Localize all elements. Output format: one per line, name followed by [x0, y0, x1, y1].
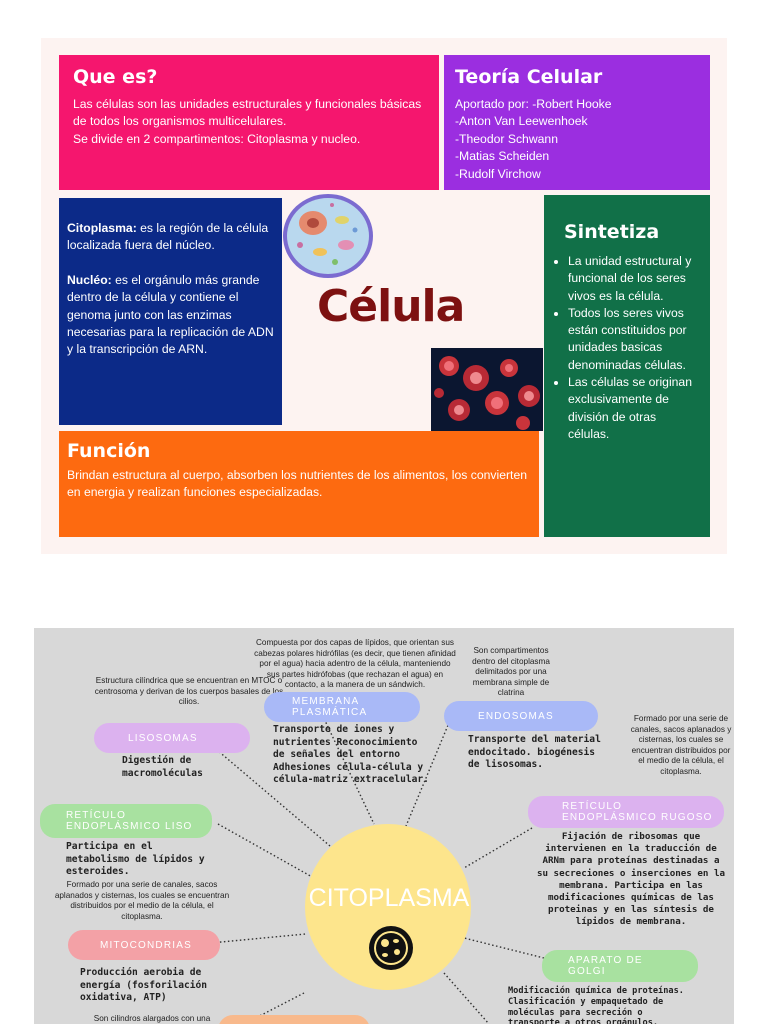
funcion-card: Función Brindan estructura al cuerpo, ab…	[59, 431, 539, 537]
que-es-title: Que es?	[73, 66, 158, 88]
list-item: Todos los seres vivos están constituidos…	[568, 305, 698, 374]
node-membrana-plasmatica: MEMBRANA PLASMÁTICA	[264, 692, 420, 722]
citoplasma-def: es la región de la célula localizada fue…	[67, 221, 269, 253]
membrana-desc: Transporte de iones y nutrientes Reconoc…	[273, 724, 429, 786]
sintetiza-list: La unidad estructural y funcional de los…	[554, 253, 698, 443]
sintetiza-card: Sintetiza La unidad estructural y funcio…	[544, 195, 710, 537]
cell-icon	[369, 926, 413, 970]
node-lisosomas: LISOSOMAS	[94, 723, 250, 753]
funcion-body: Brindan estructura al cuerpo, absorben l…	[67, 468, 527, 500]
reticulo-liso-note: Formado por una serie de canales, sacos …	[54, 880, 230, 921]
main-title: Célula	[317, 281, 465, 332]
sintetiza-title: Sintetiza	[564, 221, 660, 243]
citoplasma-term: Citoplasma:	[67, 221, 137, 235]
teoria-celular-title: Teoría Celular	[455, 66, 603, 88]
node-partial-bottom	[218, 1015, 370, 1024]
que-es-body: Las células son las unidades estructural…	[73, 97, 422, 146]
teoria-celular-body: Aportado por: -Robert Hooke -Anton Van L…	[455, 97, 612, 181]
membrana-note: Compuesta por dos capas de lípidos, que …	[254, 638, 456, 690]
cell-infographic: Que es? Las células son las unidades est…	[41, 38, 727, 554]
que-es-card: Que es? Las células son las unidades est…	[59, 55, 439, 190]
funcion-title: Función	[67, 440, 151, 462]
microscope-cells-icon	[431, 348, 543, 431]
citoplasma-nucleo-card: Citoplasma: es la región de la célula lo…	[59, 198, 282, 425]
list-item: Las células se originan exclusivamente d…	[568, 374, 698, 443]
node-aparato-golgi: APARATO DE GOLGI	[542, 950, 698, 982]
reticulo-rugoso-note: Formado por una serie de canales, sacos …	[630, 714, 732, 776]
node-reticulo-liso: RETÍCULO ENDOPLÁSMICO LISO	[40, 804, 212, 838]
lisosomas-note: Estructura cilíndrica que se encuentran …	[94, 676, 284, 707]
teoria-celular-card: Teoría Celular Aportado por: -Robert Hoo…	[444, 55, 710, 190]
node-reticulo-rugoso: RETÍCULO ENDOPLÁSMICO RUGOSO	[528, 796, 724, 828]
nucleo-definition: Nucléo: es el orgánulo más grande dentro…	[67, 272, 274, 359]
nucleo-def: es el orgánulo más grande dentro de la c…	[67, 272, 274, 357]
citoplasma-definition: Citoplasma: es la región de la célula lo…	[67, 220, 274, 255]
endosomas-note: Son compartimentos dentro del citoplasma…	[472, 646, 550, 698]
node-mitocondrias: MITOCONDRIAS	[68, 930, 220, 960]
golgi-desc: Modificación química de proteínas. Clasi…	[508, 986, 684, 1024]
reticulo-rugoso-desc: Fijación de ribosomas que intervienen en…	[536, 831, 726, 928]
nucleo-term: Nucléo:	[67, 272, 112, 287]
reticulo-liso-desc: Participa en el metabolismo de lípidos y…	[66, 841, 205, 878]
endosomas-desc: Transporte del material endocitado. biog…	[468, 734, 601, 771]
mitocondrias-note: Son cilindros alargados con una	[93, 1014, 211, 1023]
citoplasma-mindmap: CITOPLASMA Estructura cilíndrica que se …	[34, 628, 734, 1024]
animal-cell-icon	[283, 194, 373, 278]
mitocondrias-desc: Producción aerobia de energía (fosforila…	[80, 967, 208, 1004]
list-item: La unidad estructural y funcional de los…	[568, 253, 698, 305]
node-endosomas: ENDOSOMAS	[444, 701, 598, 731]
center-title: CITOPLASMA	[308, 884, 470, 912]
lisosomas-desc: Digestión de macromoléculas	[122, 755, 203, 779]
